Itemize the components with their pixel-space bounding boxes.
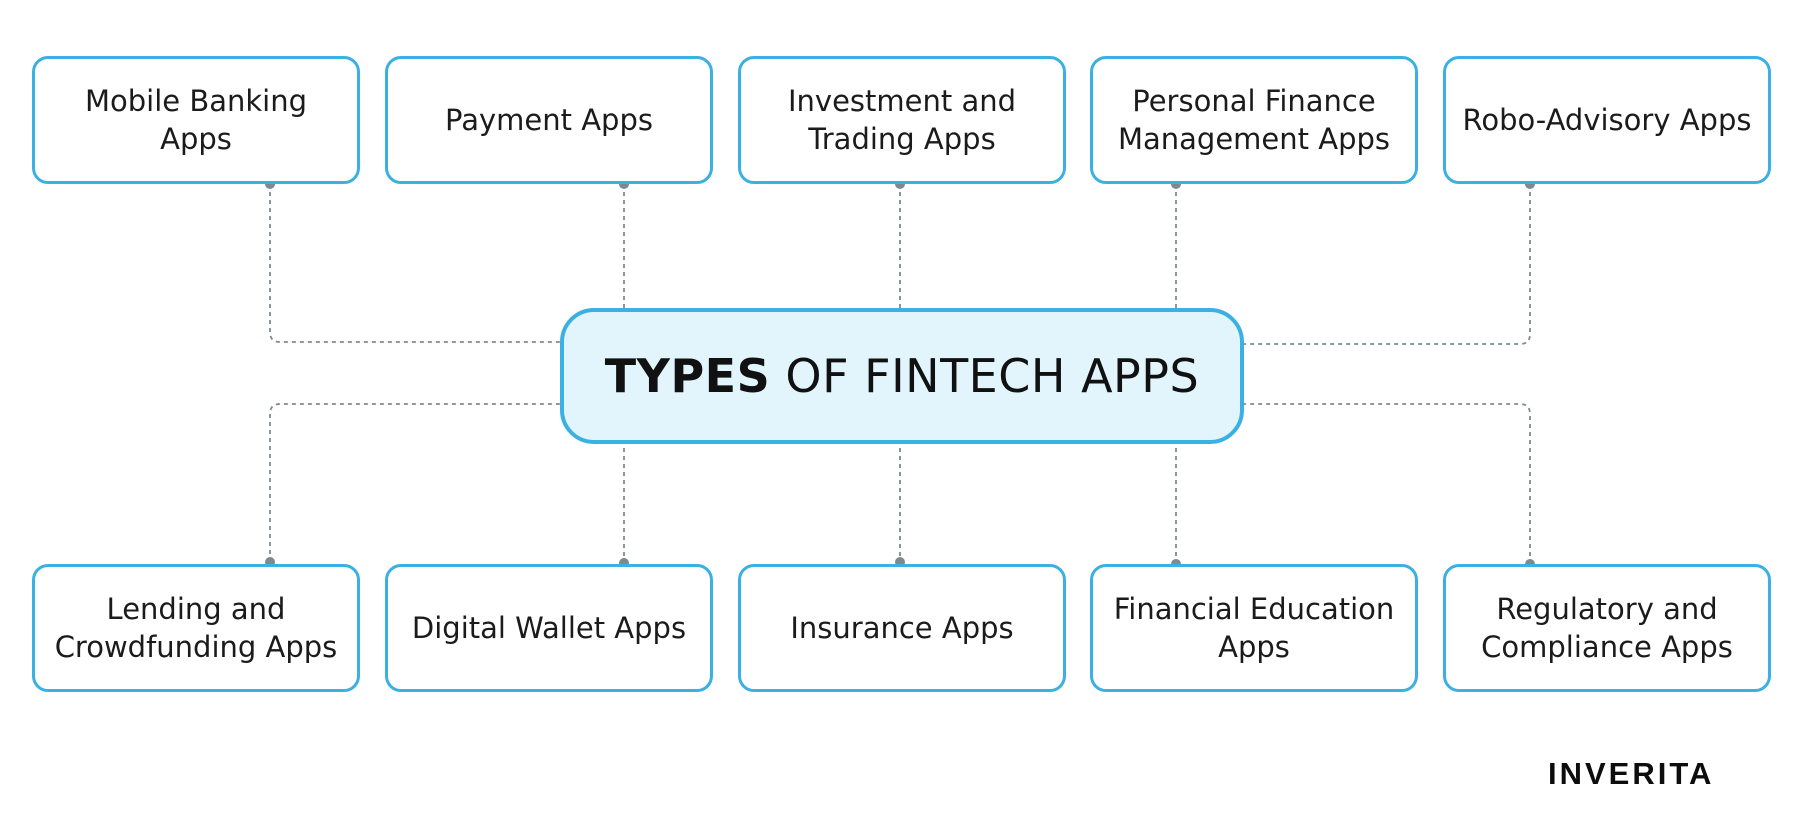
- node-investment-trading-apps: Investment and Trading Apps: [738, 56, 1066, 184]
- node-label: Robo-Advisory Apps: [1462, 103, 1752, 137]
- node-label: Digital Wallet Apps: [411, 611, 687, 645]
- node-robo-advisory-apps: Robo-Advisory Apps: [1443, 56, 1771, 184]
- node-financial-education-apps: Financial Education Apps: [1090, 564, 1418, 692]
- node-label: Mobile Banking Apps: [84, 84, 308, 156]
- title-bold: TYPES: [604, 349, 771, 403]
- connector-lending: [269, 403, 560, 562]
- node-label: Personal Finance Management Apps: [1117, 84, 1391, 156]
- inverita-logo: INVERITA: [1548, 756, 1715, 791]
- node-regulatory-compliance-apps: Regulatory and Compliance Apps: [1443, 564, 1771, 692]
- central-title-node: TYPES OF FINTECH APPS: [560, 308, 1244, 444]
- node-insurance-apps: Insurance Apps: [738, 564, 1066, 692]
- title-rest: OF FINTECH APPS: [785, 349, 1200, 403]
- node-label: Lending and Crowdfunding Apps: [54, 592, 338, 664]
- node-digital-wallet-apps: Digital Wallet Apps: [385, 564, 713, 692]
- node-personal-finance-apps: Personal Finance Management Apps: [1090, 56, 1418, 184]
- node-label: Investment and Trading Apps: [787, 84, 1017, 156]
- node-label: Payment Apps: [445, 103, 653, 137]
- node-label: Insurance Apps: [790, 611, 1014, 645]
- connector-regulatory: [1240, 403, 1531, 564]
- connector-robo-advisory: [1240, 184, 1531, 345]
- node-label: Financial Education Apps: [1113, 592, 1395, 664]
- connector-mobile-banking: [269, 184, 560, 343]
- node-lending-crowdfunding-apps: Lending and Crowdfunding Apps: [32, 564, 360, 692]
- node-mobile-banking-apps: Mobile Banking Apps: [32, 56, 360, 184]
- node-payment-apps: Payment Apps: [385, 56, 713, 184]
- node-label: Regulatory and Compliance Apps: [1481, 592, 1733, 664]
